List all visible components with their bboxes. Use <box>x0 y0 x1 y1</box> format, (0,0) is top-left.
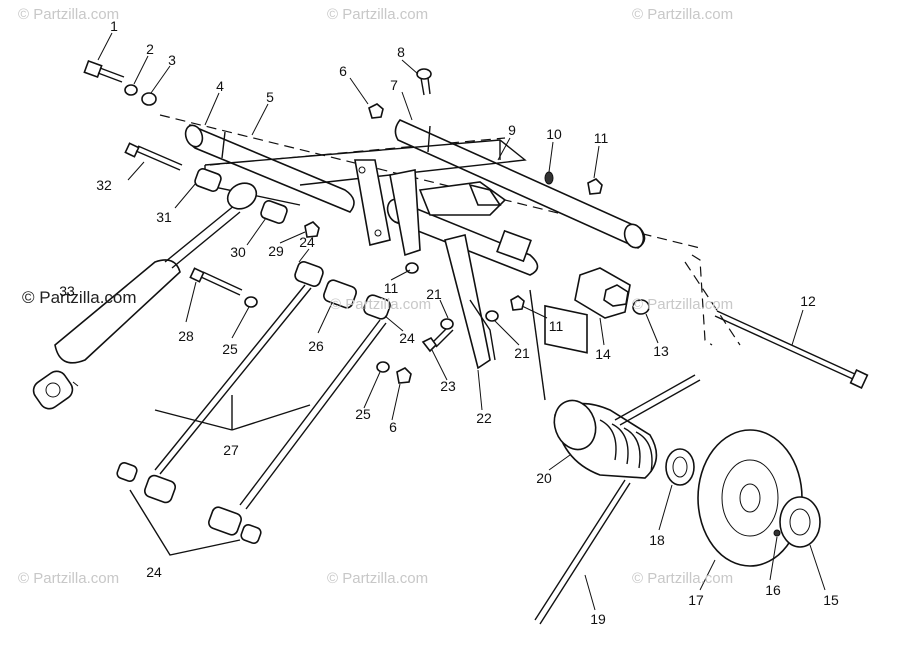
nut-11-mid <box>510 295 525 311</box>
spring-assembly-20 <box>529 289 701 479</box>
watermark-main: © Partzilla.com <box>22 288 137 307</box>
callout-6: 6 <box>339 63 347 79</box>
callout-9: 9 <box>508 122 516 138</box>
watermark: © Partzilla.com <box>327 6 429 23</box>
callout-11-left: 11 <box>383 280 399 296</box>
washer-21-b <box>485 310 499 322</box>
bushing-24-top <box>294 261 324 287</box>
bolt-23 <box>421 324 454 353</box>
leader-24-bottom <box>129 489 241 556</box>
connecting-links-27 <box>154 284 387 510</box>
callout-31: 31 <box>156 209 172 225</box>
spring-arm-19 <box>534 479 631 625</box>
washer-25-lower <box>376 361 390 373</box>
screw-8 <box>416 68 432 96</box>
bearing-15 <box>779 496 821 548</box>
callout-15: 15 <box>823 592 839 608</box>
callout-14: 14 <box>595 346 611 362</box>
idler-wheel-17 <box>697 429 803 567</box>
washer-21-a <box>440 318 454 330</box>
callout-1: 1 <box>110 18 118 34</box>
watermark: © Partzilla.com <box>632 570 734 587</box>
bushing-24-lower-b <box>143 474 177 504</box>
callout-17: 17 <box>688 592 704 608</box>
callout-6-lower: 6 <box>389 419 397 435</box>
callout-29: 29 <box>268 243 284 259</box>
callout-26: 26 <box>308 338 324 354</box>
callout-30: 30 <box>230 244 246 260</box>
rear-shaft <box>394 119 646 354</box>
callout-4: 4 <box>216 78 224 94</box>
bushing-31 <box>194 168 222 192</box>
watermark: © Partzilla.com <box>18 6 120 23</box>
callout-16: 16 <box>765 582 781 598</box>
bolt-28 <box>189 267 243 296</box>
callout-8: 8 <box>397 44 405 60</box>
callout-24: 24 <box>299 234 315 250</box>
callout-32: 32 <box>96 177 112 193</box>
callout-11: 11 <box>593 130 609 146</box>
bushing-24-lower-a <box>116 462 138 482</box>
callout-20: 20 <box>536 470 552 486</box>
u-bracket-14 <box>574 267 631 319</box>
nut-11-top <box>587 178 603 195</box>
washer-18 <box>665 448 695 486</box>
callout-5: 5 <box>266 89 274 105</box>
ring-10 <box>544 171 554 185</box>
bolt-1 <box>83 59 125 83</box>
callout-19: 19 <box>590 611 606 627</box>
front-shaft <box>184 123 355 213</box>
callout-27: 27 <box>223 442 239 458</box>
nut-6 <box>368 103 384 119</box>
washer-25 <box>244 296 258 308</box>
side-bracket-dashed <box>691 254 713 346</box>
nut-29 <box>304 221 320 238</box>
bushing-30 <box>260 200 288 224</box>
callout-24-bottom: 24 <box>146 564 162 580</box>
side-centerline <box>684 261 741 346</box>
leader-lines <box>97 32 826 611</box>
nut-6-lower <box>396 367 412 384</box>
washer-3 <box>141 92 157 106</box>
shaft-centerline <box>159 114 701 249</box>
bushing-26 <box>323 279 357 309</box>
callout-21: 21 <box>426 286 442 302</box>
set-screw-16 <box>773 529 781 537</box>
callout-28: 28 <box>178 328 194 344</box>
bushing-24-lower-c <box>208 506 242 536</box>
callout-25-lower: 25 <box>355 406 371 422</box>
callout-18: 18 <box>649 532 665 548</box>
shock-absorber <box>32 182 258 410</box>
callout-21-b: 21 <box>514 345 530 361</box>
watermark: © Partzilla.com <box>18 570 120 587</box>
callout-2: 2 <box>146 41 154 57</box>
bolt-32 <box>124 142 183 171</box>
callout-12: 12 <box>800 293 816 309</box>
watermark: © Partzilla.com <box>327 570 429 587</box>
callout-22: 22 <box>476 410 492 426</box>
limiter-strap <box>444 234 496 370</box>
long-bolt-12 <box>714 310 869 389</box>
watermark: © Partzilla.com <box>632 6 734 23</box>
callout-3: 3 <box>168 52 176 68</box>
callout-23: 23 <box>440 378 456 394</box>
washer-13 <box>632 299 650 315</box>
bracket-plates <box>354 159 507 257</box>
watermark: © Partzilla.com <box>330 296 432 313</box>
callout-13: 13 <box>653 343 669 359</box>
callout-24-mid: 24 <box>399 330 415 346</box>
bushing-24-lower-d <box>240 524 262 544</box>
callout-10: 10 <box>546 126 562 142</box>
callout-25: 25 <box>222 341 238 357</box>
callout-33: 33 <box>59 283 75 299</box>
watermark: © Partzilla.com <box>632 296 734 313</box>
callout-7: 7 <box>390 77 398 93</box>
callout-11-mid: 11 <box>548 318 564 334</box>
washer-2 <box>124 84 138 96</box>
bushing-24-mid <box>363 294 391 320</box>
